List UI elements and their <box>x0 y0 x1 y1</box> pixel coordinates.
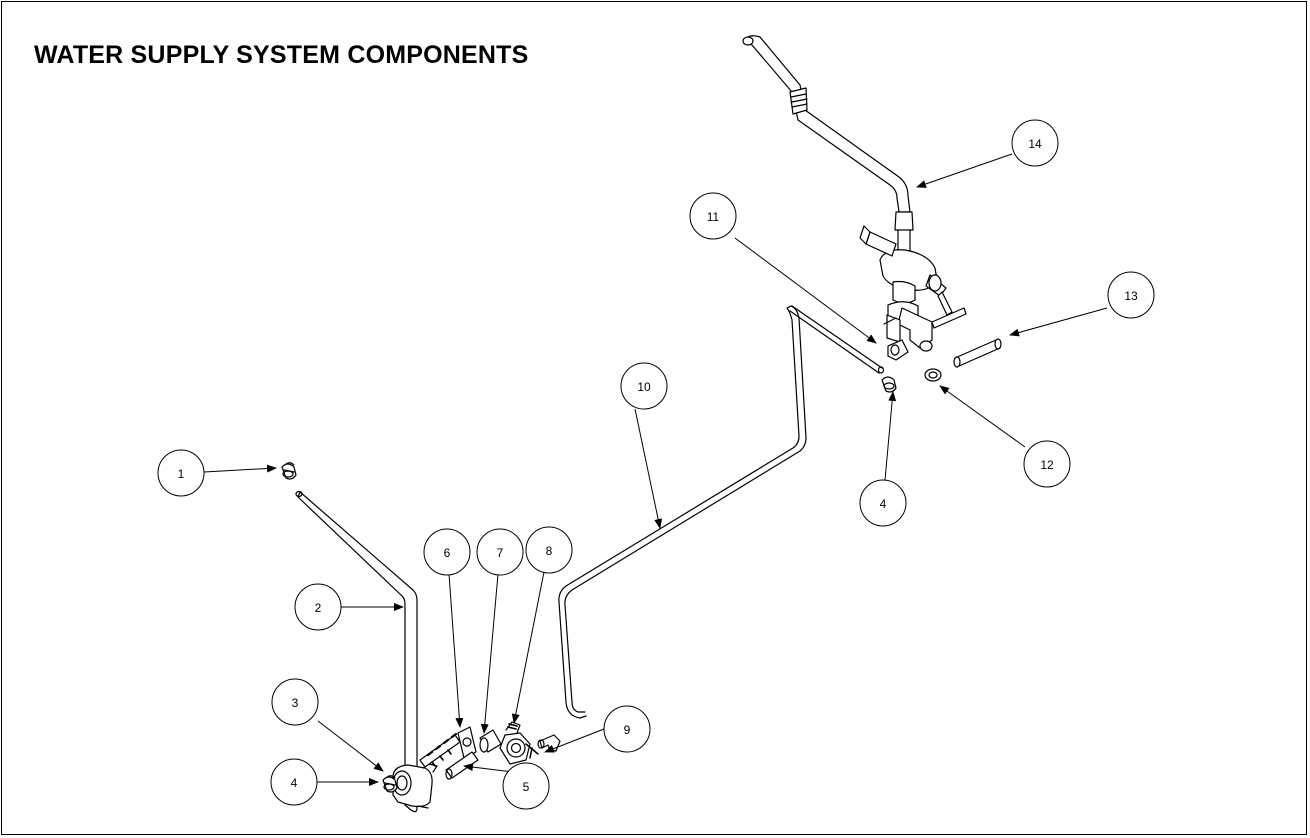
callout-10: 10 <box>620 362 668 410</box>
callout-13-label: 13 <box>1124 289 1138 303</box>
callout-14-label: 14 <box>1028 137 1042 151</box>
callout-2: 2 <box>294 583 342 631</box>
callout-1: 1 <box>157 449 205 497</box>
outlet-elbow <box>537 734 561 752</box>
part-10-supply-tube <box>558 305 885 719</box>
part-2-supply-tube <box>295 490 418 813</box>
leader-7 <box>480 573 499 734</box>
callout-5-label: 5 <box>523 780 530 794</box>
callout-balloons: 1 2 3 4 5 6 7 8 <box>157 119 1155 810</box>
callout-6: 6 <box>423 528 471 576</box>
part-3-solenoid-valve <box>392 763 438 809</box>
part-14-faucet-assembly <box>742 35 967 352</box>
part-1-elbow-fitting <box>281 462 297 480</box>
part-7-nipple <box>479 729 502 753</box>
callout-2-label: 2 <box>315 601 322 615</box>
callout-3-label: 3 <box>292 696 299 710</box>
callout-11-label: 11 <box>707 210 720 224</box>
callout-8-label: 8 <box>546 544 553 558</box>
leader-12 <box>939 385 1026 448</box>
diagram-title: WATER SUPPLY SYSTEM COMPONENTS <box>34 41 529 69</box>
callout-7: 7 <box>476 528 524 576</box>
leader-arrows <box>203 153 1108 786</box>
part-6-gasket <box>457 726 477 759</box>
callout-1-label: 1 <box>178 467 185 481</box>
part-5-strainer <box>445 751 479 780</box>
part-4-elbow-fitting-lower <box>382 775 398 793</box>
callout-12-label: 12 <box>1040 458 1054 472</box>
leader-14 <box>916 153 1013 188</box>
callout-4-upper: 4 <box>859 479 907 527</box>
callout-11: 11 <box>689 192 737 240</box>
callout-7-label: 7 <box>497 546 504 560</box>
leader-9 <box>544 728 605 753</box>
mounting-bracket <box>419 732 461 768</box>
callout-4-lower: 4 <box>270 758 318 806</box>
part-4-elbow-fitting-upper <box>881 376 897 393</box>
leader-3 <box>317 720 384 772</box>
callout-14: 14 <box>1011 119 1059 167</box>
callout-6-label: 6 <box>444 546 451 560</box>
part-12-washer <box>924 368 942 382</box>
leader-6 <box>448 573 464 728</box>
leader-8 <box>511 571 545 724</box>
callout-9: 9 <box>603 705 651 753</box>
leader-11 <box>734 237 877 344</box>
callout-12: 12 <box>1023 440 1071 488</box>
callout-9-label: 9 <box>624 723 631 737</box>
leader-5 <box>463 763 514 773</box>
callout-13: 13 <box>1107 271 1155 319</box>
callout-4-upper-label: 4 <box>880 497 887 511</box>
part-11-fitting <box>887 339 909 361</box>
leader-13 <box>1009 307 1108 337</box>
leader-10 <box>634 408 663 529</box>
leader-1 <box>203 464 277 473</box>
part-13-nipple <box>953 338 1002 368</box>
leader-4b <box>884 391 897 481</box>
callout-3: 3 <box>271 678 319 726</box>
callout-4-lower-label: 4 <box>291 776 298 790</box>
part-8-9-regulator-valve <box>499 721 539 765</box>
callout-10-label: 10 <box>637 380 651 394</box>
callout-5: 5 <box>502 762 550 810</box>
callout-8: 8 <box>525 526 573 574</box>
